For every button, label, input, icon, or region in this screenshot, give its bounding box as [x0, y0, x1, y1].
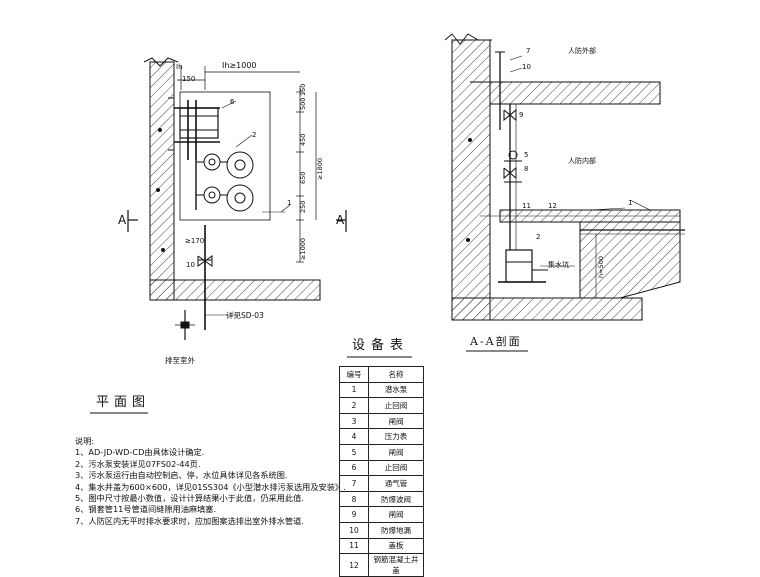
plan-pump-1	[226, 151, 254, 179]
plan-valve-group	[179, 107, 219, 139]
table-cell-name: 止回阀	[368, 397, 424, 414]
section-pit-floor	[451, 297, 643, 321]
table-cell-name: 通气管	[368, 475, 424, 492]
equipment-table-title: 设备表	[352, 338, 410, 353]
section-wall-left	[451, 39, 491, 321]
note-item: 6、钢套管11号管道间缝隙用油麻填塞.	[75, 504, 217, 515]
section-label-pit: 集水坑	[548, 261, 569, 269]
table-header-name: 名称	[368, 366, 424, 383]
plan-pit-outline	[179, 91, 271, 221]
plan-dim-ih: Ih	[176, 63, 183, 71]
section-callout-7: 7	[526, 47, 531, 55]
section-label-inner: 人防内部	[568, 157, 596, 165]
plan-callout-6: 6	[230, 98, 235, 106]
section-valve-9	[503, 108, 517, 122]
plan-callout-10: 10	[186, 261, 195, 269]
section-callout-9: 9	[519, 111, 524, 119]
note-item: 2、污水泵安装详见07FS02-44页.	[75, 458, 201, 469]
table-cell-name: 钢筋混凝土井盖	[368, 553, 424, 577]
table-cell-no: 11	[339, 537, 369, 555]
section-callout-2: 2	[536, 233, 541, 241]
plan-dim-top: Ih≥1000	[222, 61, 257, 70]
section-dim-pit: h=500	[597, 256, 605, 278]
plan-drain-note: 排至室外	[165, 356, 195, 365]
plan-title: 平面图	[96, 395, 151, 410]
section-slab-top	[489, 81, 661, 105]
plan-dim-right-bottom: ≥1000	[299, 238, 307, 260]
table-cell-name: 潜水泵	[368, 381, 424, 399]
section-callout-12: 12	[548, 202, 557, 210]
table-cell-name: 止回阀	[368, 459, 424, 477]
plan-dim-right-650: 650	[299, 171, 307, 184]
table-cell-name: 压力表	[368, 428, 424, 445]
section-callout-8: 8	[524, 165, 529, 173]
table-cell-no: 1	[339, 381, 369, 399]
table-cell-name: 闸阀	[368, 506, 424, 523]
note-item: 5、图中尺寸按最小数值，设计计算结果小于此值，仍采用此值.	[75, 493, 304, 504]
plan-drain-label: 详见SD-03	[226, 311, 264, 320]
section-callout-1: 1	[628, 199, 633, 207]
section-pit-right	[579, 221, 681, 299]
plan-dim-170: ≥170	[185, 237, 205, 245]
section-gauge-5	[508, 150, 518, 160]
plan-callout-2: 2	[252, 131, 257, 139]
table-cell-name: 盖板	[368, 537, 424, 555]
plan-callout-1: 1	[287, 199, 292, 207]
plan-dim-right-250: 250	[299, 200, 307, 213]
plan-view	[127, 57, 347, 340]
plan-dim-right-total: ≥1800	[316, 158, 324, 180]
notes-title: 说明:	[75, 436, 95, 446]
plan-pump-2	[226, 184, 254, 212]
plan-break-line	[143, 57, 179, 67]
plan-pump-valve-2	[203, 186, 221, 204]
section-label-outer: 人防外部	[568, 47, 596, 55]
table-cell-no: 2	[339, 397, 369, 414]
plan-dim-150: 150	[182, 75, 196, 83]
section-title: A-A剖面	[470, 335, 522, 348]
table-cell-name: 防爆波阀	[368, 490, 424, 508]
table-cell-name: 闸阀	[368, 412, 424, 430]
plan-pump-valve-1	[203, 153, 221, 171]
plan-dim-right-500: 500	[299, 97, 307, 110]
plan-wall-bottom	[149, 279, 321, 301]
plan-section-mark-right: A	[336, 213, 345, 227]
note-item: 3、污水泵运行由自动控制启、停，水位具体详见各系统图.	[75, 470, 288, 481]
plan-wall-left	[149, 61, 175, 301]
design-notes: 说明: 1、AD-JD-WD-CD由具体设计确定. 2、污水泵安装详见07FS0…	[75, 436, 346, 527]
table-header-no: 编号	[339, 366, 369, 383]
section-callout-5: 5	[524, 151, 529, 159]
table-header-row: 编号 名称	[339, 366, 424, 383]
note-item: 4、集水井盖为600×600，详见01SS304《小型潜水排污泵选用及安装》.	[75, 481, 346, 492]
table-cell-name: 防爆地漏	[368, 521, 424, 539]
plan-dim-right-150: 150	[299, 83, 307, 96]
section-valve-8	[503, 166, 517, 180]
section-view	[444, 33, 685, 321]
note-item: 1、AD-JD-WD-CD由具体设计确定.	[75, 447, 205, 458]
plan-dim-right-450: 450	[299, 133, 307, 146]
table-cell-no: 12	[339, 553, 369, 577]
section-callout-11: 11	[522, 202, 531, 210]
section-callout-10: 10	[522, 63, 531, 71]
plan-section-mark-left: A	[118, 213, 127, 227]
note-item: 7、人防区内无平时排水要求时，应加图案选排出室外排水管道.	[75, 515, 304, 526]
section-pump-body	[505, 249, 533, 283]
table-cell-no: 3	[339, 412, 369, 430]
table-cell-name: 闸阀	[368, 443, 424, 461]
